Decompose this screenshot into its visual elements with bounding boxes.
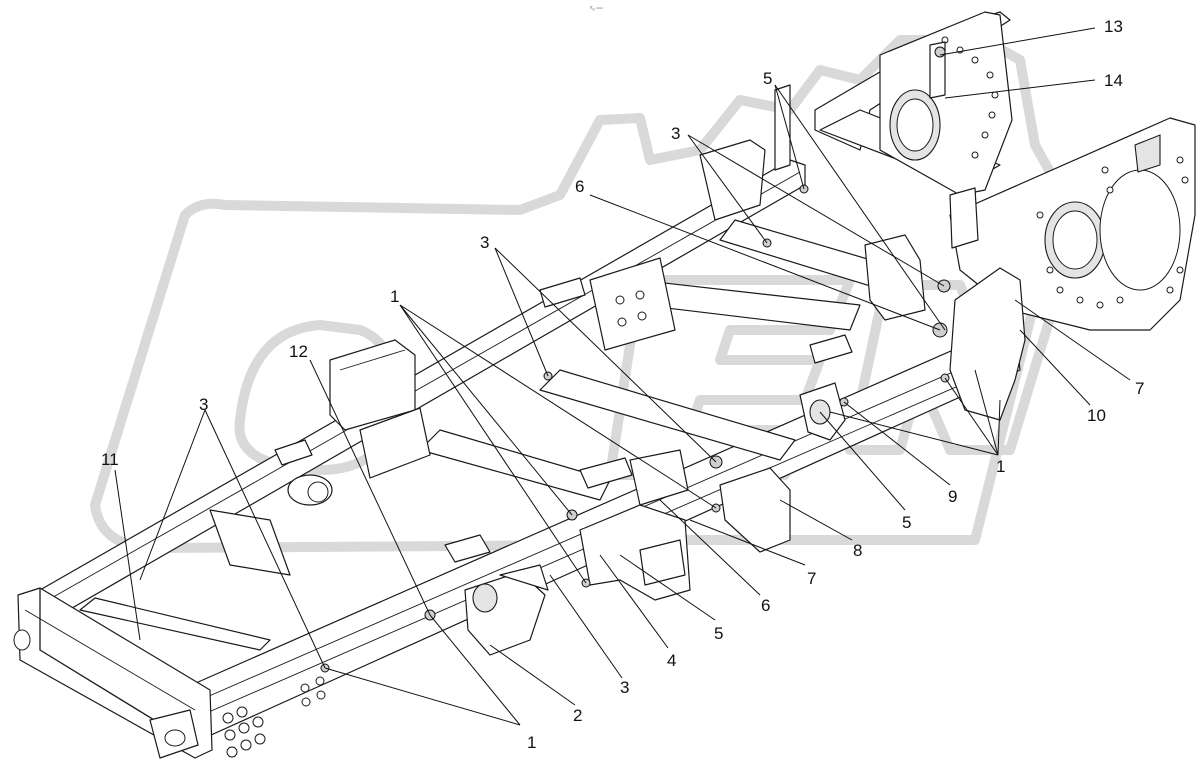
callout-labels: ᵒ₀ ▫▫▫ 13 14 5 3 6 3 1 12 3 11 7 10 1 9 … [101,6,1144,752]
callout-2: 2 [573,706,582,725]
callout-1-bottom: 1 [527,733,536,752]
callout-3-bottom: 3 [620,678,629,697]
callout-14: 14 [1104,71,1123,90]
callout-5-right: 5 [902,513,911,532]
leader-lines [114,27,1131,726]
callout-6-top: 6 [575,177,584,196]
callout-3-top: 3 [671,124,680,143]
suspension-bracket-rear [464,564,549,656]
callout-12: 12 [289,342,308,361]
cross-member-1 [79,597,271,651]
callout-3-mid: 3 [480,233,489,252]
front-left-plate-holes [941,36,999,159]
callout-8: 8 [853,541,862,560]
rear-bolt-pattern [222,676,326,758]
callout-11: 11 [101,450,119,469]
callout-5-bottom: 5 [714,624,723,643]
suspension-bracket-middle [579,449,691,601]
callout-5-top: 5 [763,69,772,88]
callout-7-bottom: 7 [807,569,816,588]
callout-1-top: 1 [390,287,399,306]
callout-4: 4 [667,651,676,670]
callout-10: 10 [1087,406,1106,425]
callout-3-left: 3 [199,395,208,414]
front-right-plate-holes [1036,156,1189,309]
frame-structure [13,11,1196,759]
callout-13: 13 [1104,17,1123,36]
callout-6-bottom: 6 [761,596,770,615]
callout-1-right: 1 [996,457,1005,476]
top-mark: ᵒ₀ ▫▫▫ [590,6,603,12]
callout-9: 9 [948,487,957,506]
callout-7-right: 7 [1135,379,1144,398]
cross-member-3 [419,429,611,501]
cross-member-2 [209,509,291,576]
suspension-bracket-front-mid [719,467,791,553]
